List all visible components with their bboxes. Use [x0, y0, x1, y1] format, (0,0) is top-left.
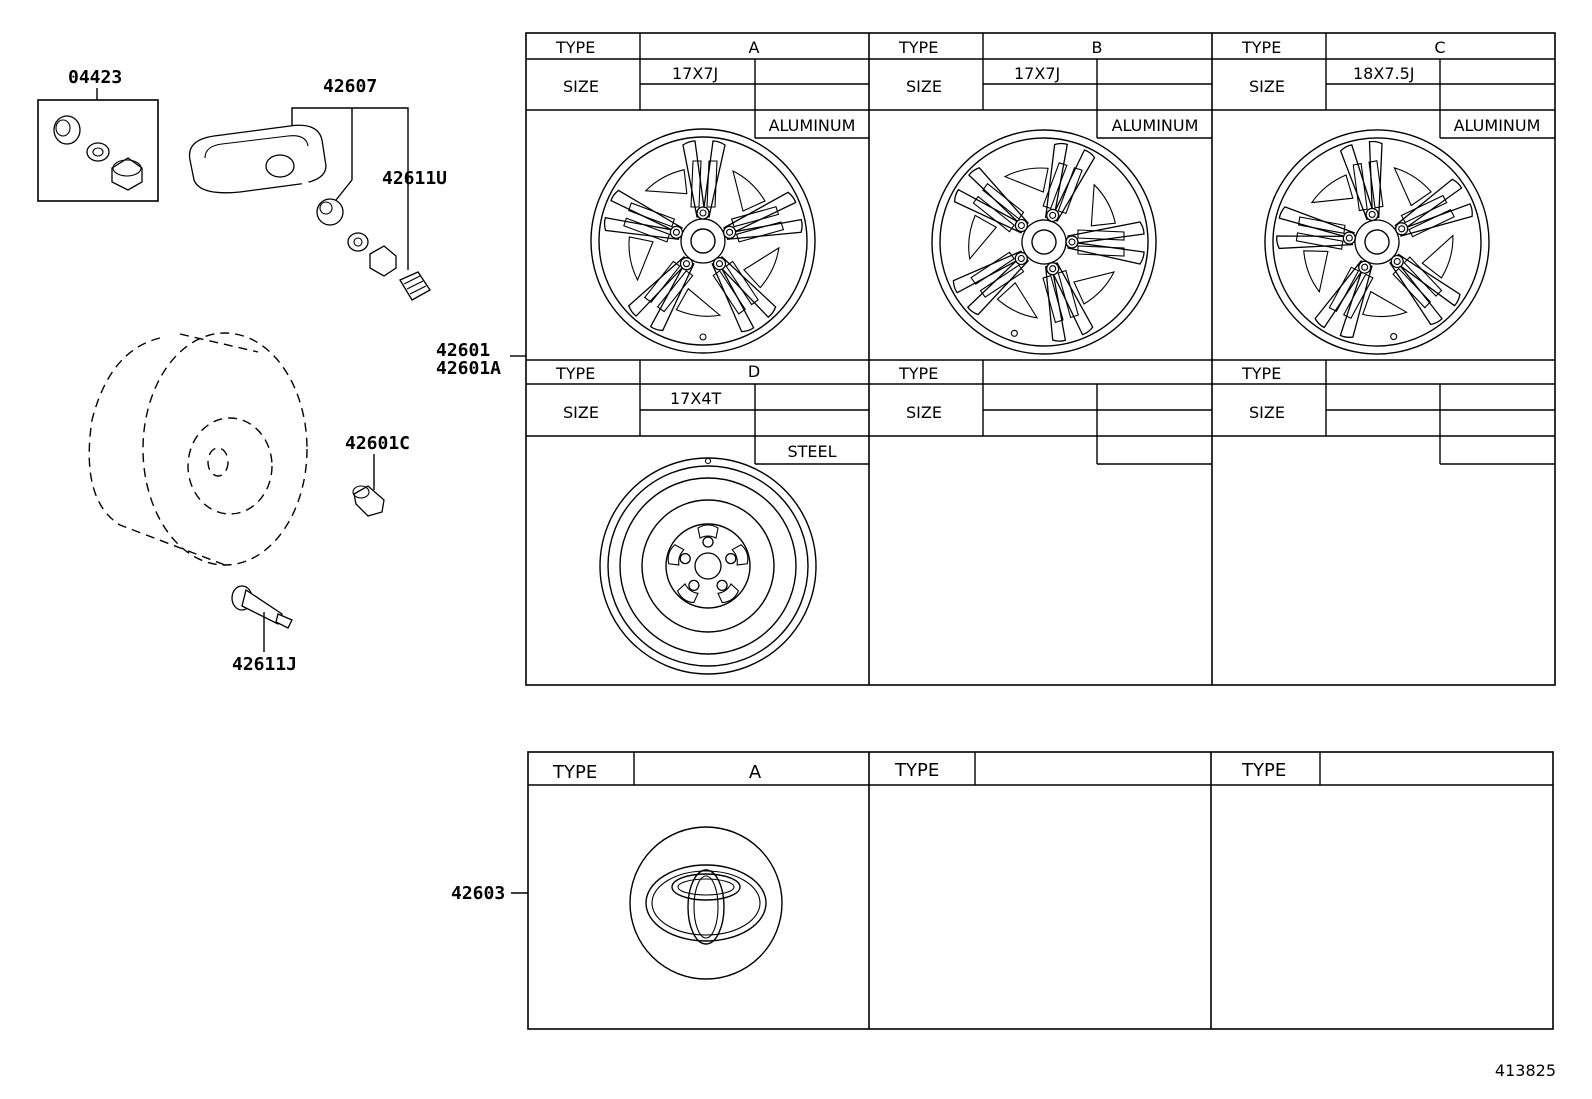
part-number-42601A: 42601A: [436, 358, 501, 379]
size-value-c: 18X7.5J: [1353, 64, 1414, 83]
wheel-d-illustration: [599, 457, 817, 675]
part-number-42601C: 42601C: [345, 433, 410, 454]
size-label-b: SIZE: [906, 77, 942, 96]
valve-kit-box: [37, 99, 159, 202]
size-label-a: SIZE: [563, 77, 599, 96]
cap-type-label-c: TYPE: [1241, 760, 1286, 781]
size-label-c: SIZE: [1249, 77, 1285, 96]
washer-icon: [86, 142, 110, 162]
tire-icon: [88, 332, 308, 566]
size-label-e: SIZE: [906, 403, 942, 422]
wheel-b-illustration: [903, 101, 1185, 383]
toyota-emblem-icon: [645, 864, 767, 945]
type-value-b: B: [1092, 38, 1103, 57]
part-number-42603: 42603: [451, 883, 505, 904]
part-42601-callout: 42601 42601A: [436, 340, 526, 379]
figure-id: 413825: [1495, 1061, 1556, 1080]
type-label-b: TYPE: [898, 38, 938, 57]
part-number-42601: 42601: [436, 340, 490, 361]
size-value-d: 17X4T: [670, 389, 722, 408]
part-number-42611U: 42611U: [382, 168, 447, 189]
valve-nut-icon: [111, 157, 143, 191]
wheel-c-illustration: [1247, 112, 1506, 371]
material-b: ALUMINUM: [1112, 116, 1199, 135]
wheel-table-row1-header: [526, 33, 1555, 139]
part-42611U-group: 42611U: [382, 168, 447, 301]
tire-valve-icon: [231, 585, 293, 629]
sensor-grommet-icon: [316, 198, 344, 226]
material-d: STEEL: [787, 442, 836, 461]
wheel-a-illustration: [591, 129, 815, 353]
material-a: ALUMINUM: [769, 116, 856, 135]
sensor-washer-icon: [347, 232, 369, 252]
size-value-b: 17X7J: [1014, 64, 1060, 83]
type-label-d: TYPE: [555, 364, 595, 383]
wheel-table-row2-header: [526, 360, 1555, 465]
tpms-sensor-icon: [188, 124, 327, 194]
cap-type-value-a: A: [749, 762, 762, 783]
type-label-e: TYPE: [898, 364, 938, 383]
cap-table: TYPE A TYPE TYPE: [527, 751, 1554, 1030]
size-value-a: 17X7J: [672, 64, 718, 83]
grommet-icon: [53, 115, 81, 145]
part-42603-callout: 42603: [451, 883, 528, 904]
part-number-42611J: 42611J: [232, 654, 297, 675]
type-value-d: D: [748, 362, 760, 381]
material-c: ALUMINUM: [1454, 116, 1541, 135]
center-cap-illustration: [629, 826, 783, 980]
part-04423-group: 04423: [37, 67, 159, 202]
type-value-a: A: [749, 38, 760, 57]
type-label-a: TYPE: [555, 38, 595, 57]
type-label-f: TYPE: [1241, 364, 1281, 383]
cap-type-label-b: TYPE: [894, 760, 939, 781]
type-label-c: TYPE: [1241, 38, 1281, 57]
cap-type-label-a: TYPE: [552, 762, 597, 783]
type-value-c: C: [1434, 38, 1445, 57]
wheel-table: TYPE A SIZE 17X7J ALUMINUM TYPE B SIZE 1…: [525, 32, 1556, 686]
part-42611J-group: 42611J: [231, 585, 297, 675]
sensor-nut-icon: [369, 245, 397, 277]
valve-cap-icon: [399, 271, 431, 301]
part-number-42607: 42607: [323, 76, 377, 97]
part-42601C-group: 42601C: [345, 433, 410, 517]
part-number-04423: 04423: [68, 67, 122, 88]
part-42607-group: 42607: [188, 76, 409, 277]
size-label-d: SIZE: [563, 403, 599, 422]
size-label-f: SIZE: [1249, 403, 1285, 422]
lug-nut-icon: [352, 485, 385, 517]
